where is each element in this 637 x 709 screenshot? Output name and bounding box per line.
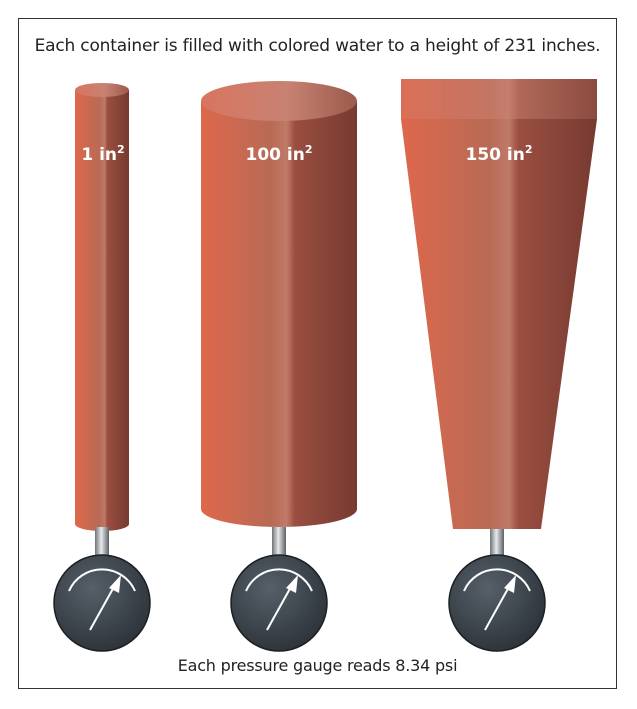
pressure-gauge-1 [53, 554, 151, 652]
container-1-bottom [75, 517, 129, 531]
containers-diagram: 1 in2 100 in2 150 in2 [53, 79, 597, 652]
caption-top: Each container is filled with colored wa… [34, 36, 601, 56]
container-3-area-label: 150 in2 [466, 143, 533, 165]
container-3-body [401, 79, 597, 529]
container-1 [75, 83, 129, 531]
container-2-bottom [201, 491, 357, 527]
container-2-body [201, 101, 357, 509]
container-3-top [401, 79, 597, 119]
container-1-area-label: 1 in2 [81, 143, 124, 165]
container-1-body [75, 90, 129, 524]
container-3 [401, 79, 597, 529]
caption-bottom: Each pressure gauge reads 8.34 psi [177, 656, 458, 675]
pressure-gauge-3 [448, 554, 546, 652]
container-1-top [75, 83, 129, 97]
container-2 [201, 81, 357, 527]
container-2-area-label: 100 in2 [246, 143, 313, 165]
container-2-top [201, 81, 357, 121]
diagram-frame: Each container is filled with colored wa… [18, 18, 617, 689]
pressure-gauge-2 [230, 554, 328, 652]
